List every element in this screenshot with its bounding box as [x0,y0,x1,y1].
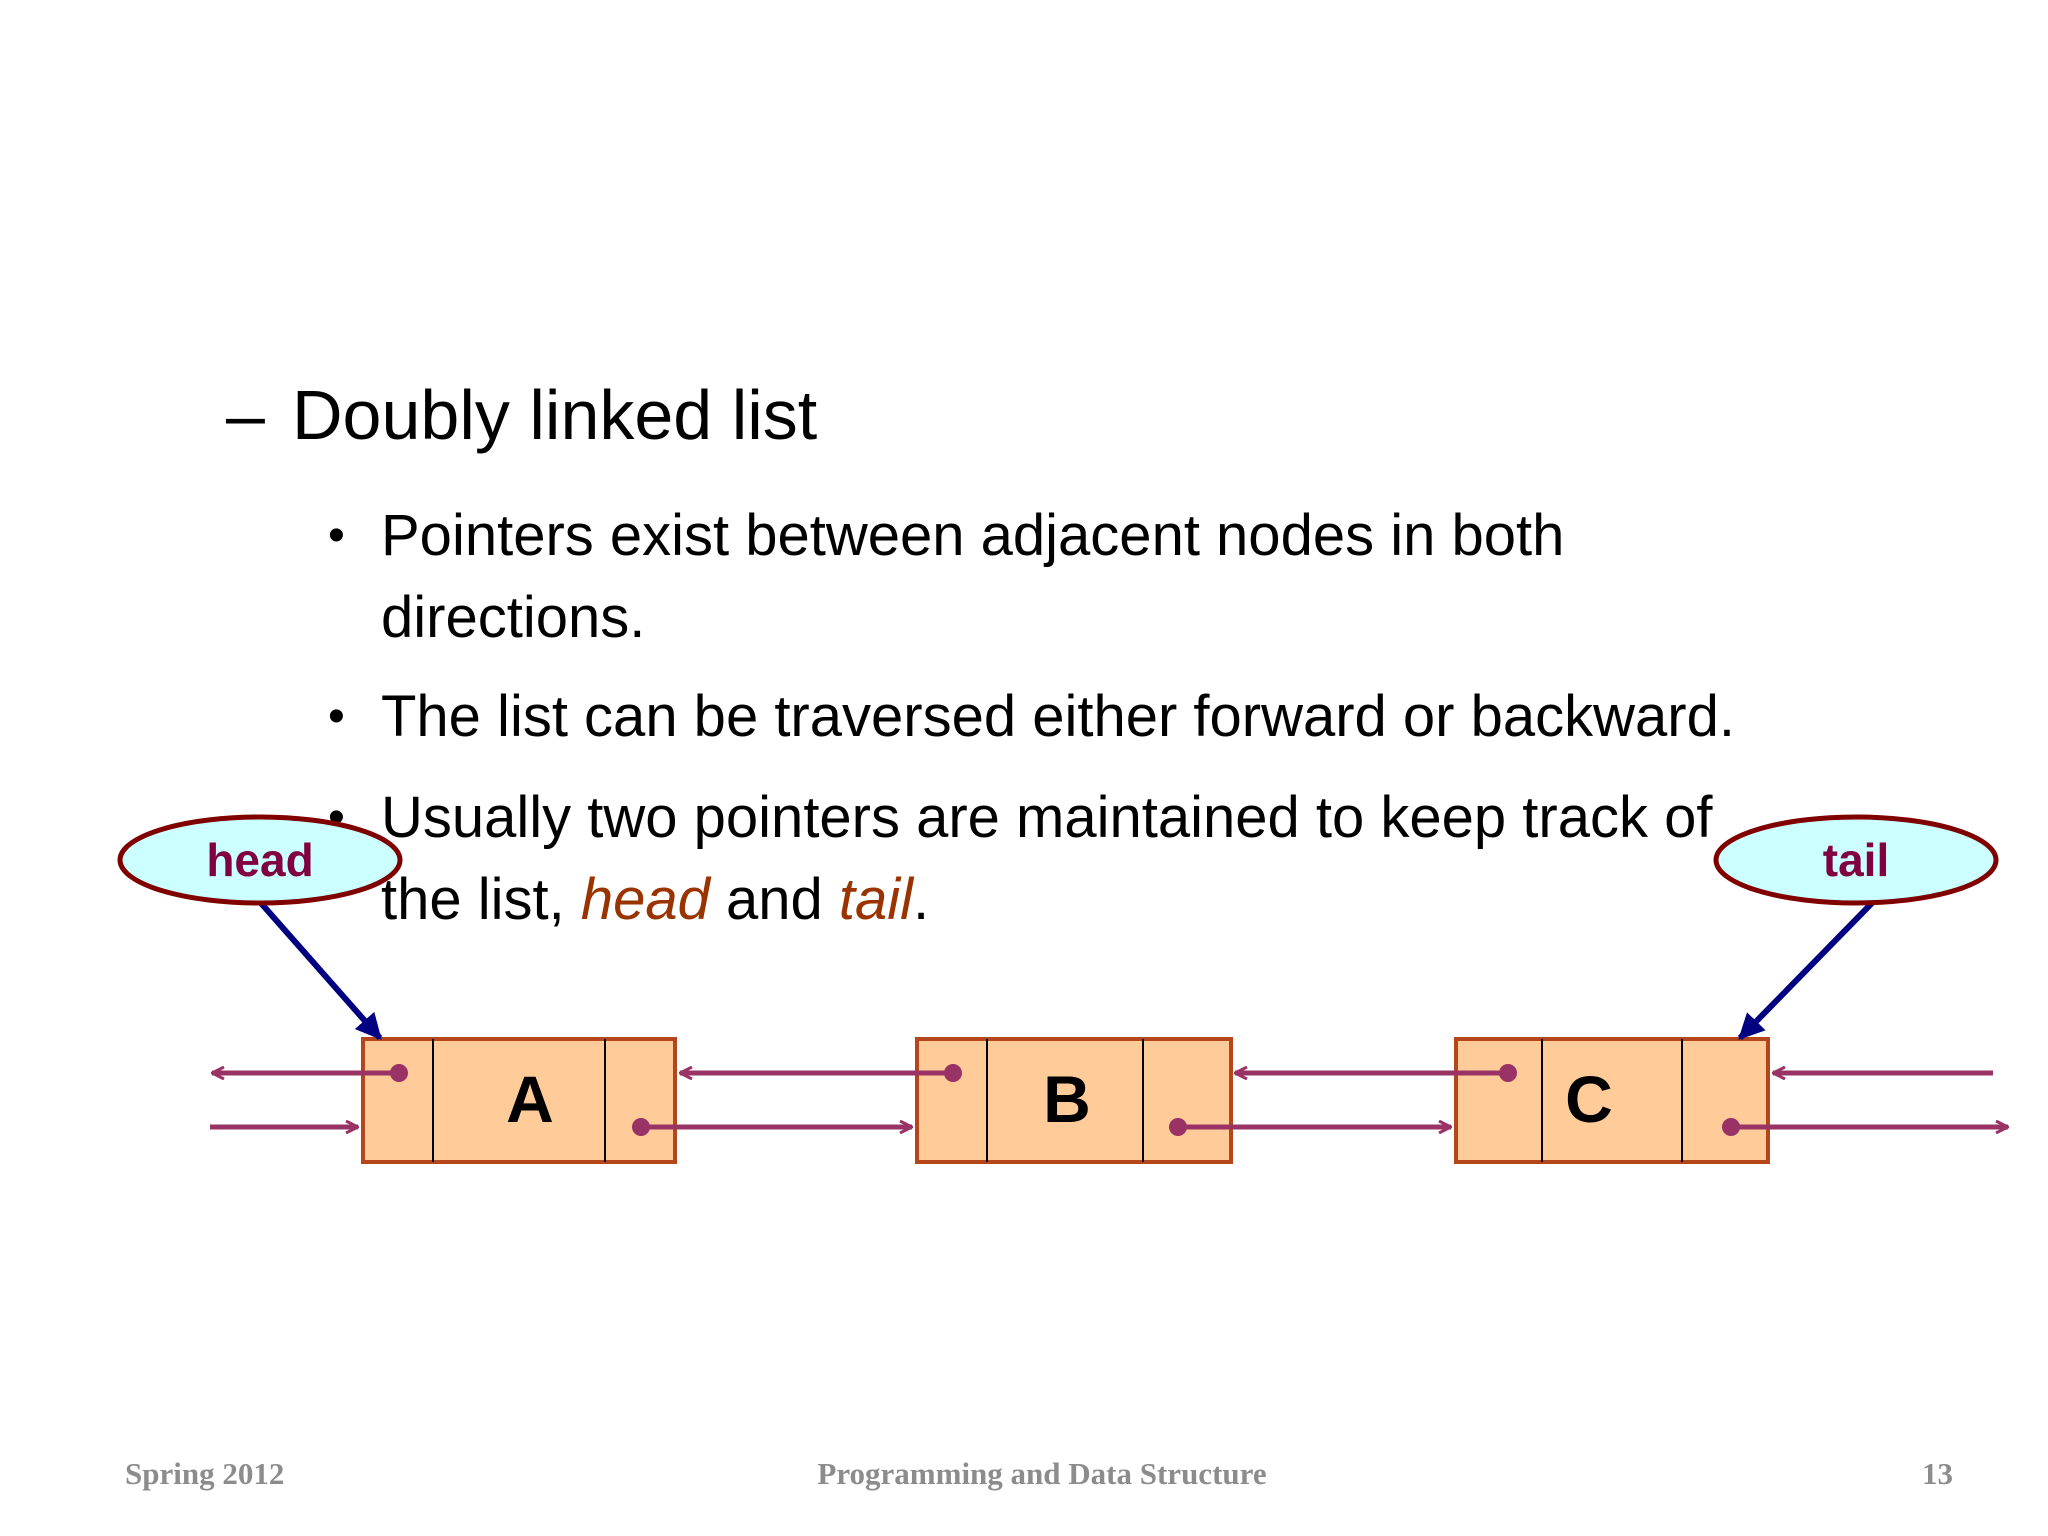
tail-label-ellipse [1713,814,1999,906]
bullet-text-line1: The list can be traversed either forward… [381,684,1735,749]
bullet-dot: • [328,509,345,562]
prev-pointers [212,1064,1993,1082]
node-b-label: B [1043,1062,1091,1136]
bullet-text-line2: the list, head and tail. [381,859,929,941]
tail-arrow [1737,899,1876,1041]
next-pointer-dot-c [1722,1118,1740,1136]
bullet-text-line2: directions. [381,585,646,650]
sub-bullet-doubly-linked-list: –Doubly linked list [226,380,817,450]
head-label: head [206,834,313,886]
node-a: A [361,1037,677,1164]
connector-text: and [709,867,839,932]
bullet-text-line1: Pointers exist between adjacent nodes in… [381,503,1565,568]
node-a-label: A [506,1062,554,1136]
tail-pointer: tail [1713,814,1999,1041]
tail-label: tail [1823,834,1889,886]
node-c-label: C [1565,1062,1613,1136]
node-c-box [1454,1037,1770,1164]
head-arrow [257,900,383,1040]
head-keyword: head [580,867,710,932]
next-pointers [210,1118,2008,1136]
period: . [913,867,930,932]
prev-pointer-dot-b [944,1064,962,1082]
footer-course-title: Programming and Data Structure [817,1456,1267,1491]
node-c: C [1454,1037,1770,1164]
footer-page-number: 13 [1922,1456,1953,1491]
next-pointer-dot-a [632,1118,650,1136]
bullet-text-line1: Usually two pointers are maintained to k… [381,785,1713,850]
prev-pointer-dot-a [390,1064,408,1082]
head-label-ellipse [117,814,403,906]
bullet-dot: • [328,690,345,743]
head-pointer: head [117,814,403,1040]
next-pointer-dot-b [1169,1118,1187,1136]
node-a-box [361,1037,677,1164]
tail-keyword: tail [838,867,914,932]
dash-marker: – [226,376,265,454]
node-b-box [915,1037,1233,1164]
line2-prefix: the list, [381,867,581,932]
node-b: B [915,1037,1233,1164]
footer-date: Spring 2012 [125,1456,285,1491]
sub-bullet-text: Doubly linked list [292,376,818,454]
prev-pointer-dot-c [1499,1064,1517,1082]
